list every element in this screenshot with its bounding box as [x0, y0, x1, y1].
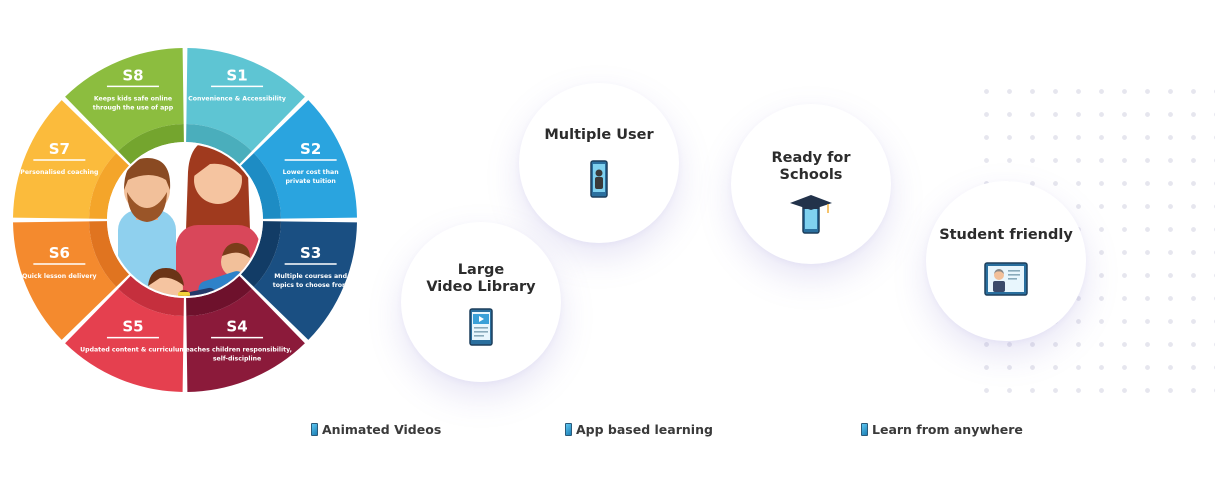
segment-label: Updated content & curriculum — [80, 347, 186, 354]
segment-label: Teaches children responsibility, — [182, 347, 292, 354]
segment-number: S8 — [122, 66, 143, 84]
segment-label: self-discipline — [213, 356, 261, 363]
segment-outer-band — [65, 48, 184, 152]
segment-outer-band — [186, 288, 305, 392]
legend-label: App based learning — [576, 422, 713, 437]
segment-number: S1 — [226, 66, 247, 84]
tablet-graduation-cap-icon — [790, 195, 832, 234]
bubble-student-friendly: Student friendly — [926, 181, 1086, 341]
segment-label: topics to choose from — [273, 282, 349, 289]
legend-app-based-learning: App based learning — [565, 422, 713, 437]
bubble-multiple-user: Multiple User — [519, 83, 679, 243]
segment-label: through the use of app — [93, 104, 174, 111]
segment-label: private tuition — [285, 178, 335, 185]
legend-label: Learn from anywhere — [872, 422, 1023, 437]
bubble-title: Student friendly — [939, 227, 1073, 243]
segment-inner-band — [89, 153, 130, 219]
segment-number: S4 — [226, 318, 247, 336]
segment-inner-band — [240, 153, 281, 219]
segment-number: S2 — [300, 140, 321, 158]
legend-label: Animated Videos — [322, 422, 442, 437]
tablet-user-icon — [590, 160, 608, 198]
segment-number: S7 — [49, 140, 70, 158]
tablet-swatch-icon — [565, 423, 572, 436]
segment-outer-band — [253, 221, 357, 340]
segment-inner-band — [118, 124, 184, 165]
segment-label: Lower cost than — [283, 169, 339, 176]
segment-outer-band — [65, 288, 184, 392]
legend-learn-from-anywhere: Learn from anywhere — [861, 422, 1023, 437]
bubble-title: Multiple User — [544, 127, 654, 143]
segment-inner-band — [240, 221, 281, 287]
segment-inner-band — [89, 221, 130, 287]
teacher-board-icon — [984, 262, 1028, 296]
segment-outer-band — [186, 48, 305, 152]
segment-inner-band — [186, 275, 252, 316]
segment-number: S5 — [122, 318, 143, 336]
segment-inner-band — [118, 275, 184, 316]
segment-label: Multiple courses and — [274, 273, 347, 280]
bubble-large-video-library: Large Video Library — [401, 222, 561, 382]
segment-label: Keeps kids safe online — [94, 95, 172, 102]
tablet-swatch-icon — [311, 423, 318, 436]
segment-number: S6 — [49, 244, 70, 262]
segment-number: S3 — [300, 244, 321, 262]
tablet-video-icon — [469, 308, 493, 346]
legend-animated-videos: Animated Videos — [311, 422, 441, 437]
bubble-title: Large Video Library — [426, 262, 536, 295]
segment-label: Personalised coaching — [20, 169, 98, 176]
bubble-title: Ready for Schools — [771, 150, 851, 183]
segment-label: Convenience & Accessibility — [188, 95, 286, 102]
bubble-ready-for-schools: Ready for Schools — [731, 104, 891, 264]
segment-inner-band — [186, 124, 252, 165]
segment-label: Quick lesson delivery — [22, 273, 96, 280]
tablet-swatch-icon — [861, 423, 868, 436]
segment-outer-band — [13, 221, 117, 340]
